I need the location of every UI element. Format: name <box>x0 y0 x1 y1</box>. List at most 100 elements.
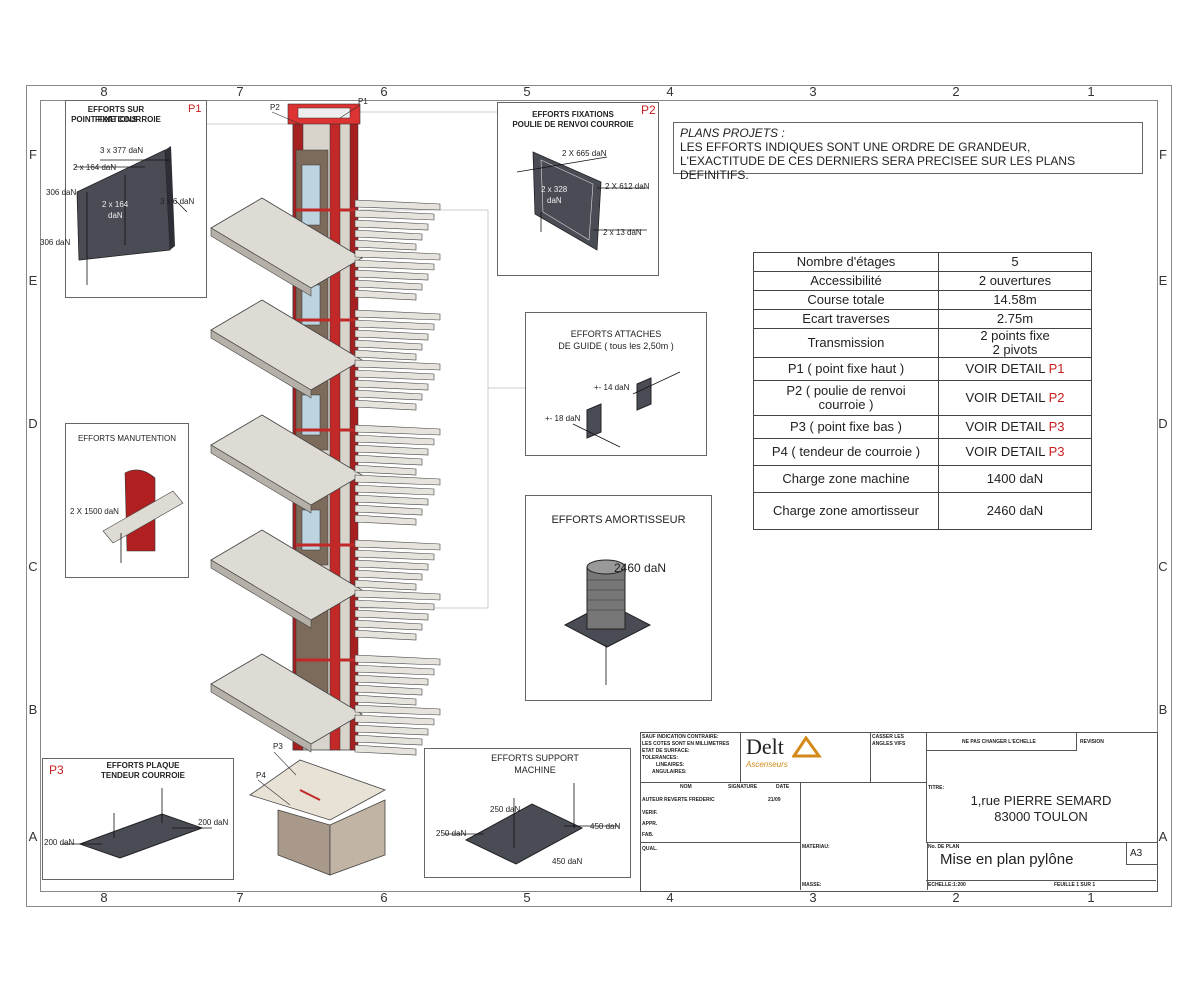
tb-r-verif: VERIF. <box>642 810 658 816</box>
zone-row-left: C <box>28 559 38 574</box>
p2-label-3: 2 X 612 daN <box>605 182 650 191</box>
tb-materiau: MATERIAU: <box>802 844 830 850</box>
machine-label-0: 250 daN <box>490 805 521 814</box>
tb-r-qual: QUAL. <box>642 846 658 852</box>
zone-row-right: C <box>1158 559 1168 574</box>
spec-row: P3 ( point fixe bas )VOIR DETAIL P3 <box>753 415 1092 439</box>
spec-tag: P1 <box>1048 361 1065 376</box>
spec-value: VOIR DETAIL <box>965 419 1045 434</box>
spec-value: VOIR DETAIL <box>965 361 1045 376</box>
p3-label-right: 200 daN <box>198 818 229 827</box>
zone-row-left: B <box>28 702 38 717</box>
title-block: SAUF INDICATION CONTRAIRE: LES COTES SON… <box>640 732 1158 892</box>
callout-p2: P2 <box>270 103 280 112</box>
logo-triangle-icon <box>792 736 822 758</box>
p2-label-2: daN <box>547 196 562 205</box>
p3-label-left: 200 daN <box>44 838 75 847</box>
zone-col-top: 2 <box>952 84 960 99</box>
project-note: PLANS PROJETS : LES EFFORTS INDIQUES SON… <box>673 122 1143 182</box>
tb-general-1: SAUF INDICATION CONTRAIRE: <box>642 734 719 740</box>
stair-step <box>354 654 441 666</box>
note-line3: L'EXACTITUDE DE CES DERNIERS SERA PRECIS… <box>680 154 1076 182</box>
stair-step <box>354 329 429 341</box>
stair-step <box>354 229 423 241</box>
p2-title-line2: POULIE DE RENVOI COURROIE <box>512 120 634 129</box>
zone-col-top: 1 <box>1087 84 1095 99</box>
p1-label-1: 2 x 164 daN <box>73 163 117 172</box>
stair-step <box>354 629 417 641</box>
p1-label-6: 306 daN <box>40 238 71 247</box>
p2-label-1: 2 x 328 <box>541 185 568 194</box>
zone-row-right: A <box>1158 829 1168 844</box>
tb-h-signature: SIGNATURE <box>728 784 758 790</box>
stair-step <box>354 209 435 221</box>
zone-col-bottom: 6 <box>380 890 388 905</box>
logo-main: Delt <box>746 734 784 759</box>
spec-row: Ecart traverses 2.75m <box>753 309 1092 329</box>
machine-title-line2: MACHINE <box>514 765 556 775</box>
tb-general-3: ETAT DE SURFACE: <box>642 748 690 754</box>
tb-auteur-date: 21/09 <box>768 797 781 803</box>
stair-step <box>354 359 441 371</box>
callout-p1: P1 <box>358 97 368 106</box>
stair-step <box>354 464 417 476</box>
spec-label: Course totale <box>807 292 885 307</box>
tb-general-6: ANGULAIRES: <box>652 769 687 775</box>
spec-tag: P2 <box>1048 390 1065 405</box>
tb-r-auteur: AUTEUR <box>642 797 663 803</box>
p2-title-line1: EFFORTS FIXATIONS <box>532 110 614 119</box>
tb-no-plan: No. DE PLAN <box>928 844 960 850</box>
guide-label-1: +- 18 daN <box>545 414 581 423</box>
stair-step <box>354 619 423 631</box>
stair-step <box>354 589 441 601</box>
zone-row-right: E <box>1158 273 1168 288</box>
stair-step <box>354 684 423 696</box>
p1-label-0: 3 x 377 daN <box>100 146 144 155</box>
callout-p4: P4 <box>256 771 266 780</box>
stair-step <box>354 289 417 301</box>
p3-title-line2: TENDEUR COURROIE <box>100 771 185 780</box>
tb-format: A3 <box>1130 848 1143 859</box>
zone-row-left: E <box>28 273 38 288</box>
manut-label: 2 X 1500 daN <box>70 507 119 516</box>
tb-titre-label: TITRE: <box>928 785 945 791</box>
p2-label-0: 2 X 665 daN <box>562 149 607 158</box>
zone-row-left: F <box>29 147 37 162</box>
spec-value: 14.58m <box>993 292 1037 307</box>
tb-h-nom: NOM <box>680 784 692 790</box>
spec-row: P1 ( point fixe haut )VOIR DETAIL P1 <box>753 357 1092 381</box>
stair-step <box>354 539 441 551</box>
tb-r-fab: FAB. <box>642 832 654 838</box>
spec-value: 2 points fixe <box>980 328 1050 343</box>
spec-value-2: 2 pivots <box>992 342 1038 357</box>
stair-step <box>354 674 429 686</box>
machine-label-1: 250 daN <box>436 829 467 838</box>
stair-step <box>354 339 423 351</box>
stair-step <box>354 309 441 321</box>
zone-col-bottom: 1 <box>1087 890 1095 905</box>
spec-label: Ecart traverses <box>802 311 890 326</box>
stair-step <box>354 569 423 581</box>
spec-label: P4 ( tendeur de courroie ) <box>771 444 921 459</box>
zone-row-right: D <box>1158 416 1168 431</box>
spec-label: P2 ( poulie de renvoi <box>786 383 906 398</box>
spec-value: 2.75m <box>996 311 1034 326</box>
stair-step <box>354 494 429 506</box>
drawing-border <box>40 100 1158 892</box>
zone-col-bottom: 4 <box>666 890 674 905</box>
guide-title-line2: DE GUIDE ( tous les 2,50m ) <box>558 341 674 351</box>
zone-col-bottom: 3 <box>809 890 817 905</box>
stair-step <box>354 444 429 456</box>
stair-step <box>354 239 417 251</box>
p2-tag: P2 <box>641 103 656 117</box>
tb-plan-title: Mise en plan pylône <box>940 851 1074 868</box>
pylon-base <box>249 759 386 876</box>
elevator-shaft <box>287 103 361 751</box>
stair-step <box>354 579 417 591</box>
tb-echelle: ECHELLE:1:200 <box>928 882 966 888</box>
stair-step <box>354 514 417 526</box>
tb-address-2: 83000 TOULON <box>994 809 1088 824</box>
